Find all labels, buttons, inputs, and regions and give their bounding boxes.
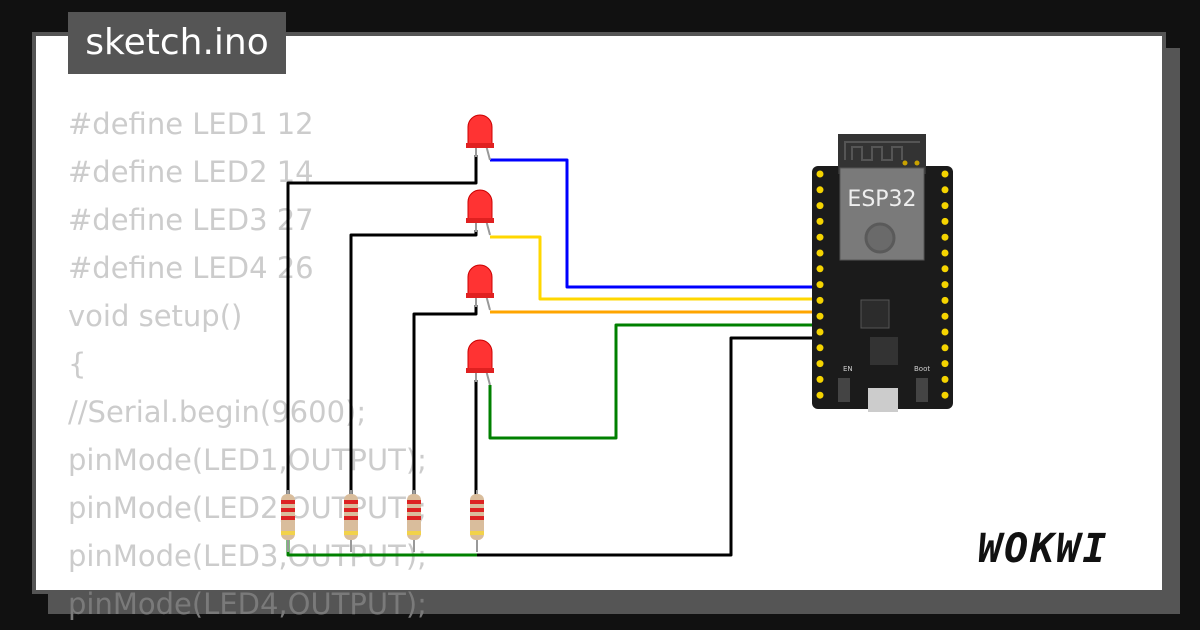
pin-right[interactable] xyxy=(941,296,949,304)
pin-left[interactable] xyxy=(816,202,824,210)
code-line: void setup() xyxy=(68,299,243,333)
pin-right[interactable] xyxy=(941,233,949,241)
resistor[interactable] xyxy=(407,490,421,552)
pin-left[interactable] xyxy=(816,296,824,304)
led[interactable] xyxy=(466,339,494,386)
resistor[interactable] xyxy=(470,490,484,552)
pin-right[interactable] xyxy=(941,249,949,257)
esp32-board: ESP32 EN Boot xyxy=(812,134,953,412)
resistor[interactable] xyxy=(344,490,358,552)
usb-port xyxy=(868,388,898,412)
pin-right[interactable] xyxy=(941,360,949,368)
espressif-logo-icon xyxy=(864,222,896,254)
code-line: #define LED3 27 xyxy=(68,203,314,237)
pin-left[interactable] xyxy=(816,344,824,352)
wire-black xyxy=(286,155,478,495)
wire-green xyxy=(488,323,820,440)
pin-right[interactable] xyxy=(941,186,949,194)
wire-blue xyxy=(490,158,820,289)
boot-button[interactable] xyxy=(916,378,928,402)
wire-yellow xyxy=(490,235,820,301)
wire-black xyxy=(412,305,478,495)
pin-left[interactable] xyxy=(816,217,824,225)
pin-right[interactable] xyxy=(941,217,949,225)
code-line: pinMode(LED1,OUTPUT); xyxy=(68,443,427,477)
en-label: EN xyxy=(843,365,853,373)
code-line: //Serial.begin(9600); xyxy=(68,395,367,429)
led[interactable] xyxy=(466,264,494,311)
pin-right[interactable] xyxy=(941,328,949,336)
wokwi-logo: WOKWI xyxy=(978,526,1109,572)
pin-left[interactable] xyxy=(816,328,824,336)
pin-right[interactable] xyxy=(941,312,949,320)
pin-left[interactable] xyxy=(816,312,824,320)
pin-right[interactable] xyxy=(941,170,949,178)
led[interactable] xyxy=(466,189,494,236)
pin-left[interactable] xyxy=(816,249,824,257)
pin-left[interactable] xyxy=(816,186,824,194)
boot-label: Boot xyxy=(914,365,930,373)
pin-left[interactable] xyxy=(816,281,824,289)
resistor[interactable] xyxy=(281,490,295,552)
pin-left[interactable] xyxy=(816,375,824,383)
pin-left[interactable] xyxy=(816,265,824,273)
sketch-tab-title: sketch.ino xyxy=(68,12,286,74)
pin-right[interactable] xyxy=(941,281,949,289)
code-line: pinMode(LED4,OUTPUT); xyxy=(68,587,427,621)
pin-left[interactable] xyxy=(816,391,824,399)
code-line: #define LED2 14 xyxy=(68,155,314,189)
wire-black xyxy=(349,230,478,495)
board-label: ESP32 xyxy=(847,187,916,212)
pin-right[interactable] xyxy=(941,375,949,383)
wire-black xyxy=(477,336,820,557)
pin-left[interactable] xyxy=(816,233,824,241)
led[interactable] xyxy=(466,114,494,161)
code-line: { xyxy=(68,347,87,381)
code-line: #define LED1 12 xyxy=(68,107,314,141)
code-preview: #define LED1 12 #define LED2 14 #define LE… xyxy=(68,100,427,628)
pin-right[interactable] xyxy=(941,391,949,399)
pin-left[interactable] xyxy=(816,170,824,178)
pin-left[interactable] xyxy=(816,360,824,368)
pin-right[interactable] xyxy=(941,344,949,352)
wire-green xyxy=(286,540,477,557)
code-line: pinMode(LED2,OUTPUT); xyxy=(68,491,427,525)
en-button[interactable] xyxy=(838,378,850,402)
pin-right[interactable] xyxy=(941,265,949,273)
pin-right[interactable] xyxy=(941,202,949,210)
code-line: #define LED4 26 xyxy=(68,251,314,285)
